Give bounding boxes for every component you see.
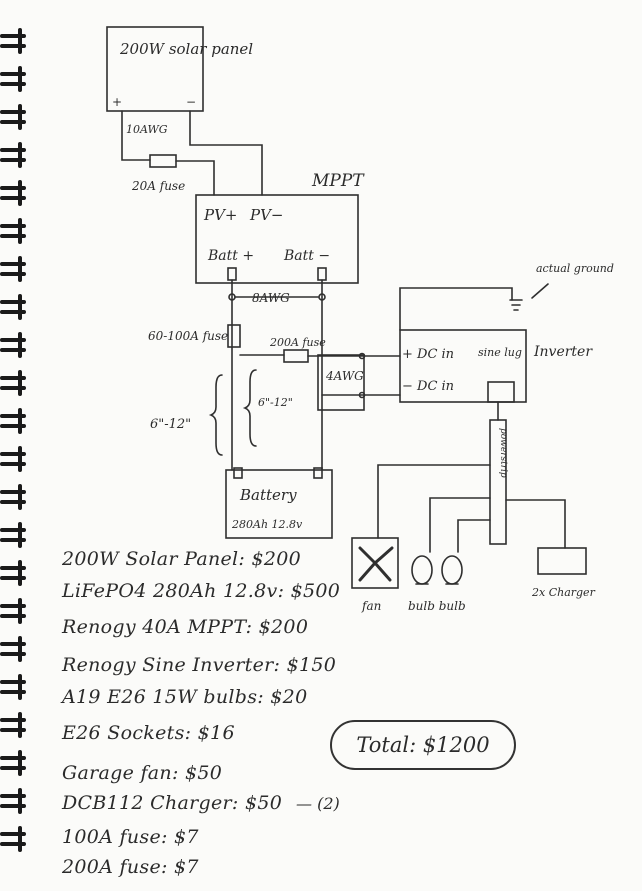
dc-in-minus: − DC in xyxy=(402,379,454,394)
batt-wire-label: 8AWG xyxy=(252,291,290,305)
mppt-box xyxy=(195,194,359,284)
parts-list-item: 100A fuse: $7 xyxy=(62,826,199,848)
parts-list-item: LiFePO4 280Ah 12.8v: $500 xyxy=(62,580,341,602)
distance-mid: 6"-12" xyxy=(258,396,293,409)
sine-lug-label: sine lug xyxy=(478,346,522,359)
panel-label: 200W solar panel xyxy=(119,40,253,58)
battery-box xyxy=(225,469,333,539)
inverter-fuse-label: 200A fuse xyxy=(269,336,326,349)
parts-list-item: DCB112 Charger: $50 xyxy=(62,792,283,814)
parts-list-item: 200W Solar Panel: $200 xyxy=(62,548,302,570)
panel-minus: − xyxy=(186,95,196,109)
solar-panel-box xyxy=(106,26,204,112)
fan-label: fan xyxy=(361,599,381,613)
mppt-batt-minus: Batt − xyxy=(283,248,330,264)
total-cost: Total: $1200 xyxy=(330,720,516,770)
distance-left: 6"-12" xyxy=(150,417,191,432)
pv-fuse-label: 20A fuse xyxy=(131,179,185,193)
parts-list-item: A19 E26 15W bulbs: $20 xyxy=(62,686,308,708)
inverter-label: Inverter xyxy=(533,344,593,360)
batt-fuse-label: 60-100A fuse xyxy=(148,329,228,343)
battery-spec: 280Ah 12.8v xyxy=(231,518,303,531)
bulbs-label: bulb bulb xyxy=(408,599,466,613)
charger-quantity: — (2) xyxy=(296,794,340,813)
mppt-batt-plus: Batt + xyxy=(207,248,254,264)
parts-list-item: Renogy 40A MPPT: $200 xyxy=(62,616,309,638)
parts-list-item: E26 Sockets: $16 xyxy=(62,722,235,744)
inverter-fuse xyxy=(283,349,309,363)
pv-fuse xyxy=(149,154,177,168)
fan-box xyxy=(351,537,399,589)
parts-list-item: Garage fan: $50 xyxy=(62,762,223,784)
pv-wire-label: 10AWG xyxy=(126,123,168,136)
parts-list-item: Renogy Sine Inverter: $150 xyxy=(62,654,337,676)
inverter-box xyxy=(399,329,527,403)
battery-title: Battery xyxy=(239,486,297,504)
charger-label: 2x Charger xyxy=(531,586,596,599)
mppt-title: MPPT xyxy=(311,171,365,191)
battery-fuse xyxy=(227,324,241,348)
bulb-icon xyxy=(411,555,433,585)
dc-in-plus: + DC in xyxy=(402,347,454,362)
power-strip-label: powerstrip xyxy=(498,428,508,478)
charger-box xyxy=(537,547,587,575)
inverter-wire-label: 4AWG xyxy=(325,369,364,383)
panel-plus: + xyxy=(112,95,122,109)
parts-list-item: 200A fuse: $7 xyxy=(62,856,199,878)
bulb-icon xyxy=(441,555,463,585)
mppt-pv-plus: PV+ xyxy=(203,206,238,224)
mppt-pv-minus: PV− xyxy=(249,206,284,224)
spiral-binding xyxy=(0,28,26,852)
ground-note: actual ground xyxy=(536,262,614,275)
